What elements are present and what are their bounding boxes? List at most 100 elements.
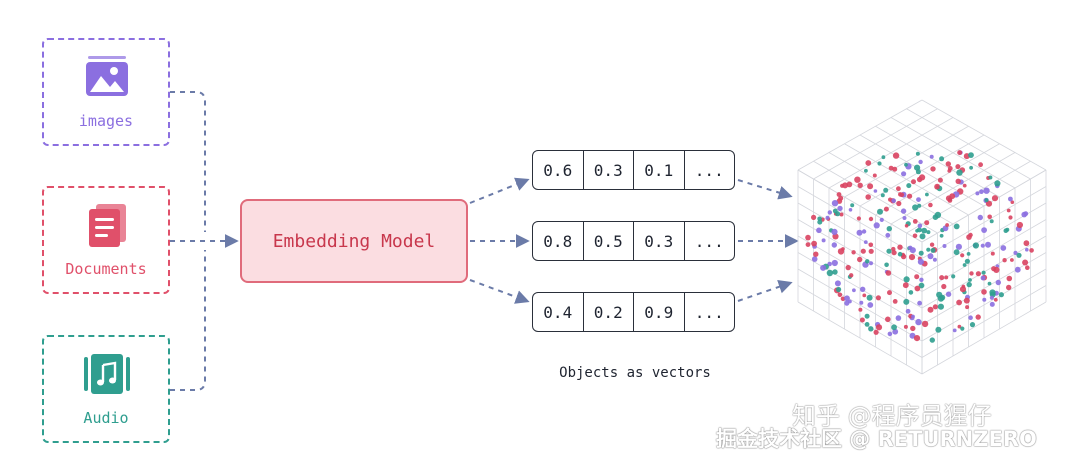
scatter-point bbox=[987, 214, 992, 220]
vector-row-3: 0.4 0.2 0.9 ... bbox=[532, 292, 735, 332]
scatter-point bbox=[995, 279, 1001, 286]
scatter-point bbox=[845, 264, 851, 271]
scatter-point bbox=[908, 290, 914, 295]
audio-source-box: Audio bbox=[42, 335, 170, 443]
scatter-point bbox=[903, 324, 908, 329]
scatter-point bbox=[927, 253, 934, 260]
vector-cell: 0.9 bbox=[634, 293, 685, 331]
scatter-point bbox=[820, 264, 827, 271]
scatter-point bbox=[955, 178, 961, 184]
scatter-point bbox=[811, 214, 817, 220]
scatter-point bbox=[969, 271, 974, 276]
scatter-point bbox=[968, 278, 972, 282]
scatter-point bbox=[988, 175, 993, 180]
scatter-point bbox=[838, 195, 844, 201]
scatter-point bbox=[834, 280, 841, 287]
scatter-point bbox=[955, 243, 962, 250]
scatter-point bbox=[879, 217, 884, 222]
scatter-point bbox=[963, 297, 970, 304]
scatter-point bbox=[932, 257, 937, 262]
scatter-point bbox=[904, 224, 909, 228]
scatter-point bbox=[861, 229, 867, 234]
vector-space-3d-plot bbox=[797, 99, 1047, 375]
scatter-point bbox=[918, 250, 924, 256]
scatter-point bbox=[1014, 266, 1021, 273]
scatter-point bbox=[827, 210, 832, 215]
scatter-point bbox=[916, 197, 921, 202]
scatter-point bbox=[930, 166, 936, 172]
scatter-point bbox=[927, 306, 934, 313]
scatter-point bbox=[885, 316, 891, 323]
scatter-point bbox=[873, 189, 878, 193]
scatter-point bbox=[928, 202, 933, 208]
scatter-point bbox=[985, 241, 991, 248]
scatter-point bbox=[977, 214, 983, 221]
scatter-point bbox=[832, 269, 838, 275]
model-to-vector-3-arrow bbox=[469, 279, 530, 304]
scatter-point bbox=[939, 294, 946, 301]
scatter-point bbox=[908, 254, 916, 261]
scatter-point bbox=[859, 300, 864, 305]
documents-label: Documents bbox=[65, 260, 147, 278]
music-note-icon bbox=[84, 354, 130, 394]
scatter-point bbox=[866, 294, 873, 301]
scatter-point bbox=[852, 288, 856, 293]
scatter-point bbox=[837, 248, 845, 255]
model-to-vector-1-arrow bbox=[469, 177, 530, 204]
scatter-point bbox=[865, 259, 870, 264]
scatter-point bbox=[935, 185, 940, 190]
scatter-point bbox=[884, 262, 889, 268]
audio-label: Audio bbox=[83, 409, 129, 427]
scatter-point bbox=[955, 164, 961, 170]
scatter-point bbox=[918, 159, 923, 165]
scatter-point bbox=[916, 227, 922, 233]
scatter-point bbox=[944, 275, 949, 280]
scatter-point bbox=[813, 251, 819, 257]
scatter-point bbox=[875, 295, 881, 301]
scatter-point bbox=[915, 151, 920, 156]
scatter-point bbox=[1006, 284, 1012, 291]
scatter-point bbox=[917, 300, 922, 306]
scatter-point bbox=[937, 303, 944, 310]
scatter-point bbox=[887, 331, 893, 337]
scatter-point bbox=[956, 169, 963, 176]
vector-cell: 0.6 bbox=[533, 151, 584, 189]
scatter-point bbox=[929, 154, 934, 159]
scatter-point bbox=[939, 275, 945, 281]
vector-cell: ... bbox=[694, 231, 724, 251]
scatter-point bbox=[918, 282, 925, 289]
scatter-point bbox=[926, 247, 931, 252]
scatter-point bbox=[899, 192, 905, 198]
scatter-point bbox=[964, 258, 970, 264]
scatter-point bbox=[910, 325, 916, 332]
scatter-point bbox=[867, 183, 874, 190]
scatter-point bbox=[984, 198, 989, 203]
vector-cell: 0.5 bbox=[584, 222, 634, 260]
document-icon bbox=[89, 204, 126, 247]
scatter-point bbox=[965, 305, 970, 310]
scatter-point bbox=[1002, 258, 1007, 263]
scatter-point bbox=[842, 182, 849, 189]
vector-row-1: 0.6 0.3 0.1 ... bbox=[532, 150, 735, 190]
scatter-point bbox=[811, 240, 817, 247]
scatter-point bbox=[983, 187, 990, 194]
scatter-point bbox=[924, 220, 930, 226]
scatter-point bbox=[1025, 247, 1029, 252]
scatter-point bbox=[816, 227, 822, 234]
scatter-point bbox=[907, 193, 913, 199]
scatter-point bbox=[912, 233, 918, 239]
scatter-point bbox=[949, 193, 956, 200]
scatter-point bbox=[906, 183, 912, 189]
scatter-point bbox=[975, 191, 980, 196]
scatter-point bbox=[917, 223, 923, 229]
scatter-point bbox=[895, 315, 902, 321]
scatter-point bbox=[892, 328, 899, 335]
scatter-point bbox=[875, 324, 883, 331]
vector-cell: ... bbox=[694, 160, 724, 180]
scatter-point bbox=[968, 232, 973, 238]
scatter-point bbox=[981, 227, 987, 234]
scatter-point bbox=[916, 176, 923, 183]
scatter-point bbox=[991, 195, 999, 202]
vector-cell: 0.8 bbox=[533, 222, 584, 260]
